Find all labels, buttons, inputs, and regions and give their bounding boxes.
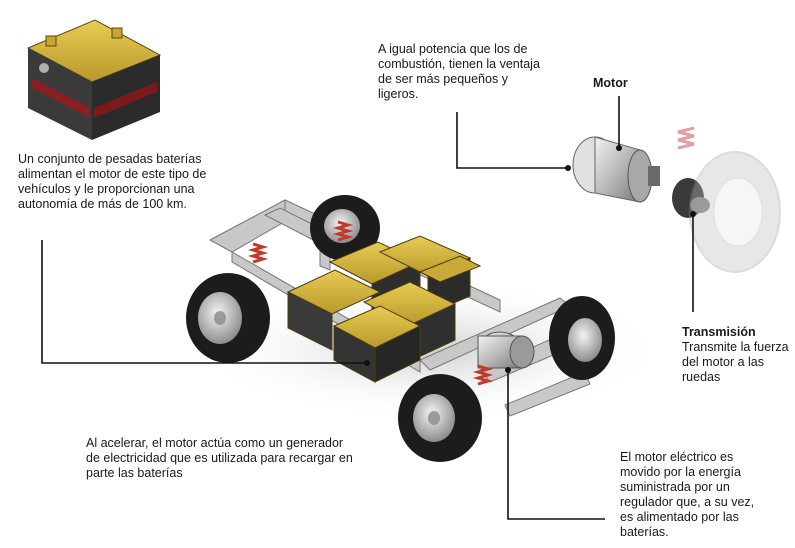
wheel-rear-left — [310, 195, 380, 261]
single-battery-illustration — [26, 19, 162, 140]
battery-description: Un conjunto de pesadas baterías alimenta… — [18, 152, 207, 211]
chassis-motor-illustration — [477, 331, 535, 369]
motor-description: A igual potencia que los de combustión, … — [378, 42, 540, 101]
leader-lines — [41, 96, 694, 520]
wheel-rear-right — [549, 296, 615, 380]
motor-supply-description: El motor eléctrico es movido por la ener… — [620, 450, 755, 539]
wheel-front-left — [186, 273, 270, 363]
motor-illustration — [572, 136, 660, 203]
transmission-description: Transmite la fuerza del motor a las rued… — [682, 340, 789, 384]
wheel-front-right — [398, 374, 482, 462]
transmission-title: Transmisión — [682, 325, 756, 339]
battery-pack-illustration — [286, 235, 482, 383]
detached-wheel-illustration — [689, 151, 781, 273]
regeneration-description: Al acelerar, el motor actúa como un gene… — [86, 436, 353, 480]
motor-title: Motor — [593, 76, 628, 90]
transmission-illustration — [672, 126, 710, 218]
